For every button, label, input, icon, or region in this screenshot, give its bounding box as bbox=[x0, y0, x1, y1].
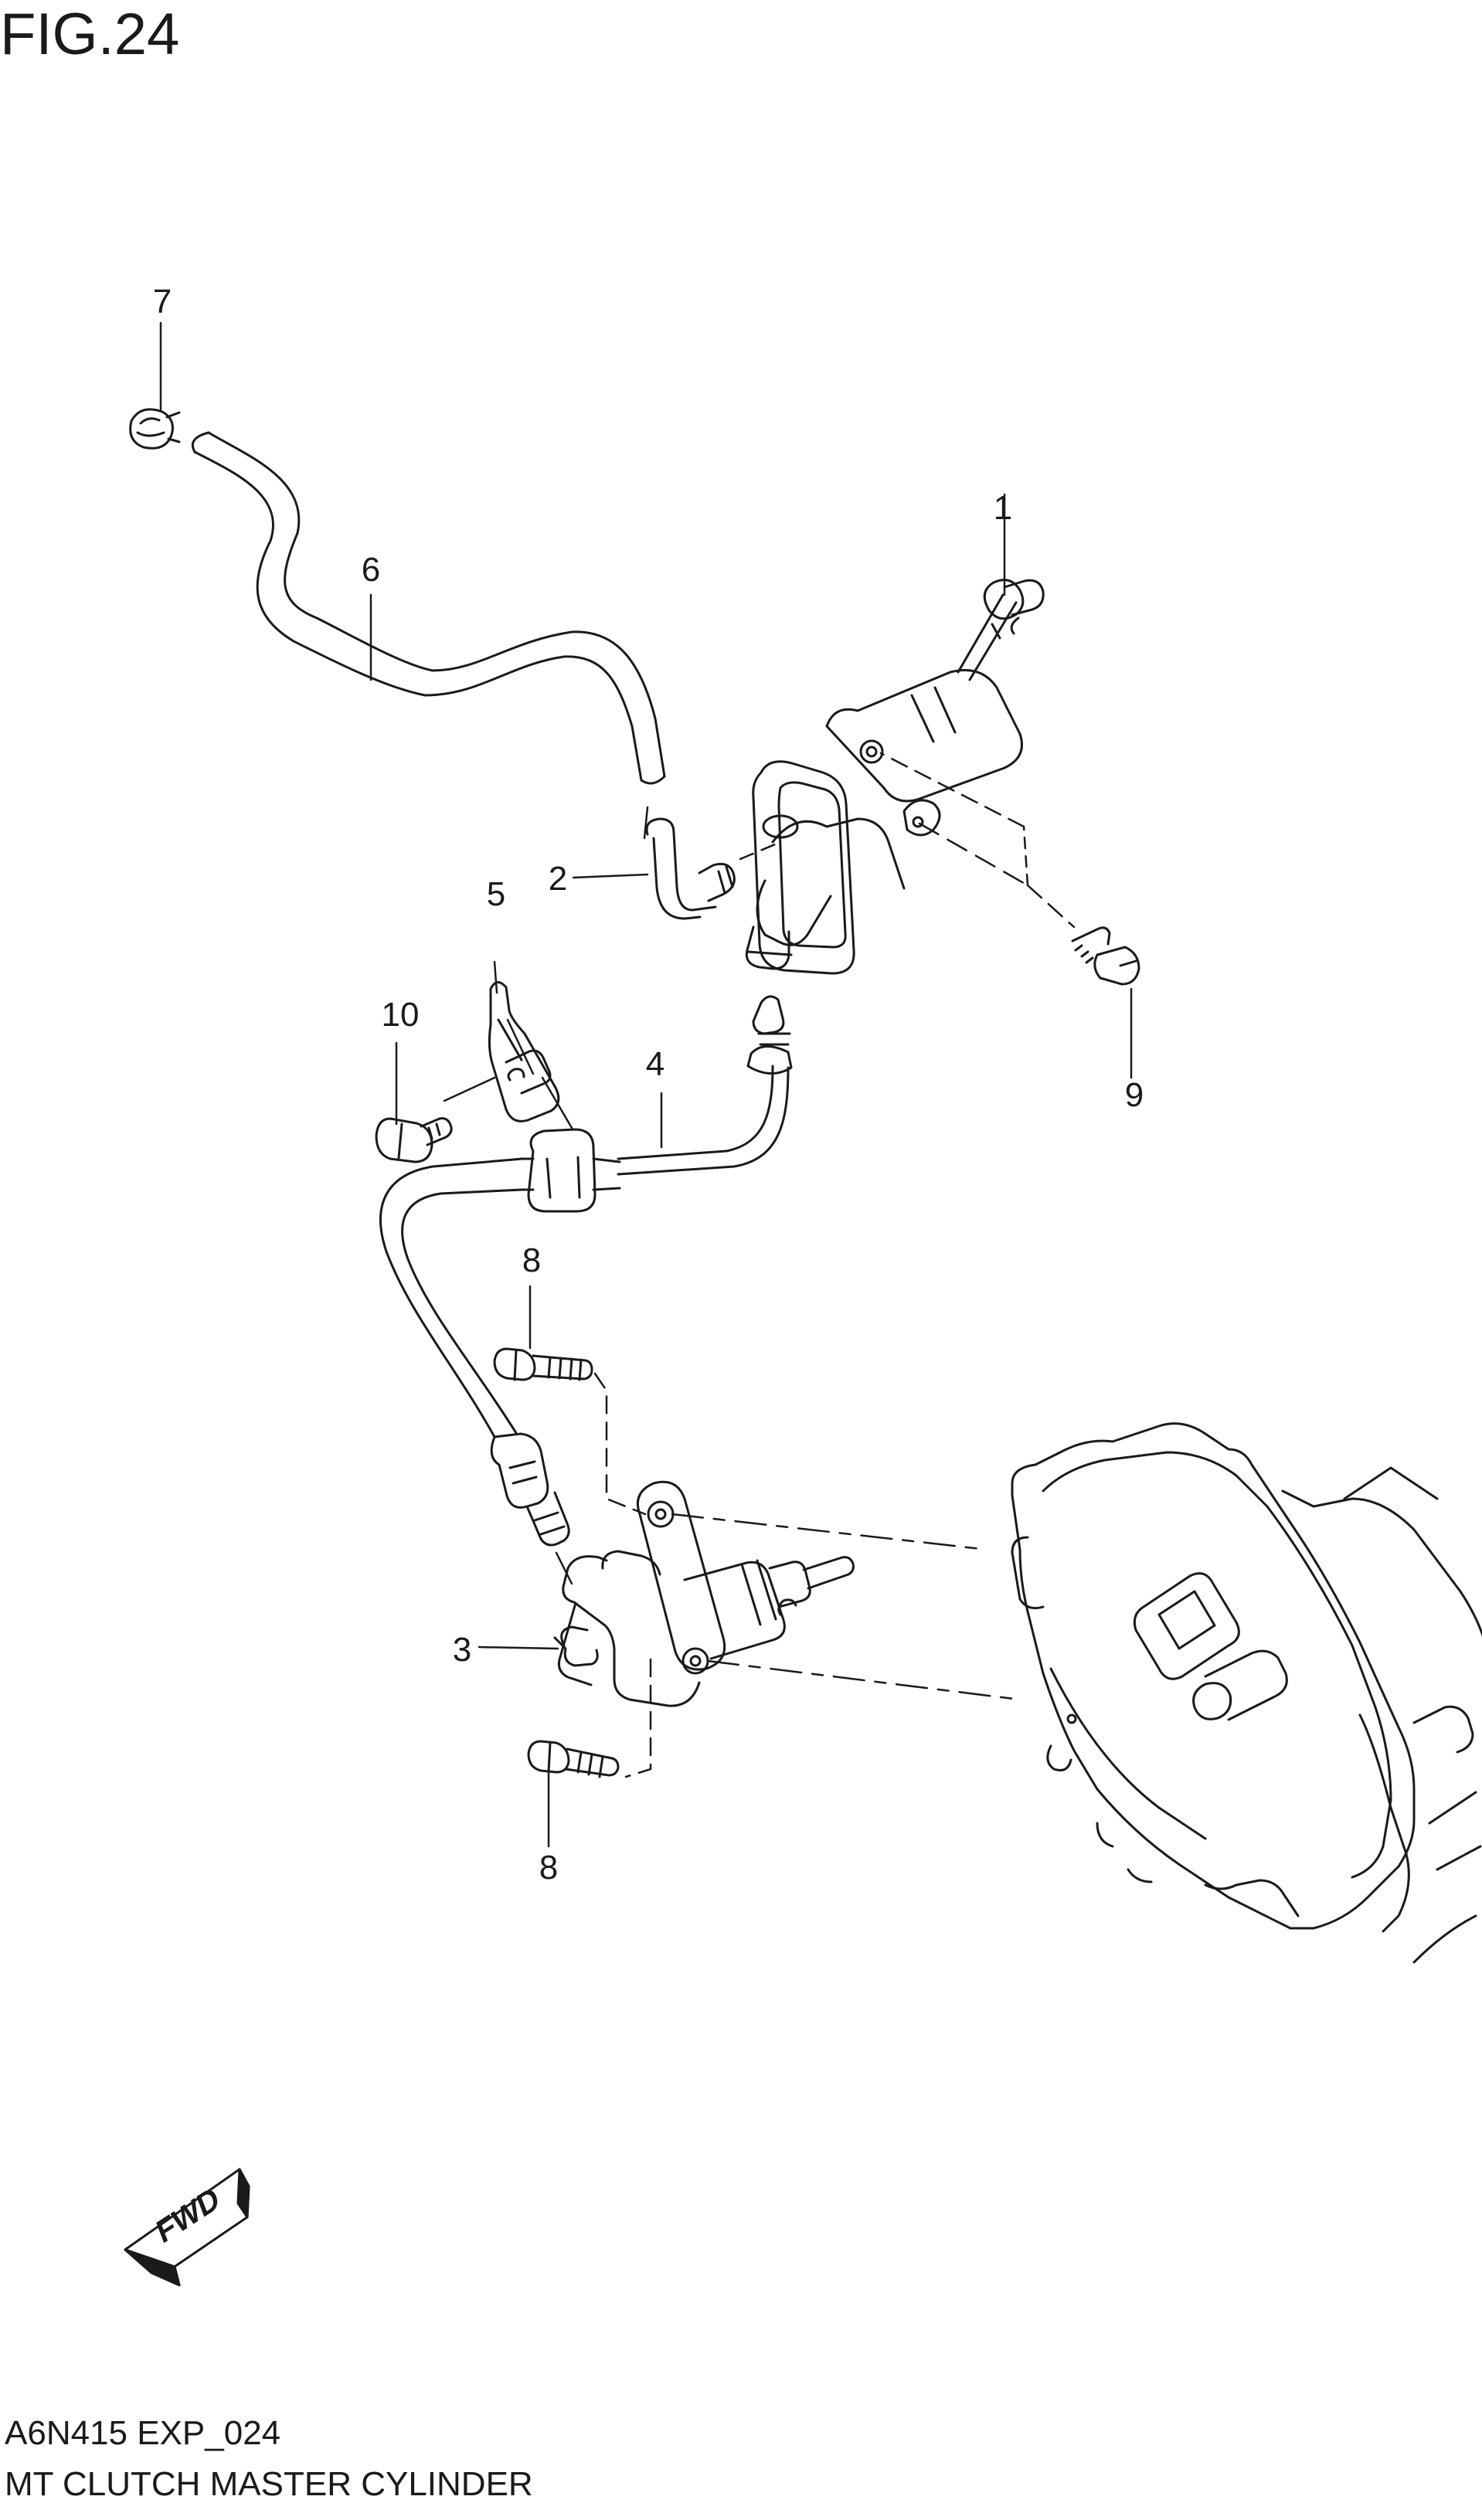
bolt-9 bbox=[1071, 926, 1140, 986]
fwd-arrow-icon: FWD bbox=[124, 2168, 250, 2287]
bolt-10 bbox=[375, 1117, 453, 1163]
master-cylinder-1 bbox=[745, 579, 1045, 975]
figure-title: FIG.24 bbox=[0, 2, 180, 67]
bolt-8-upper bbox=[493, 1347, 593, 1381]
callout-2: 2 bbox=[549, 860, 567, 898]
callout-6: 6 bbox=[362, 551, 380, 589]
callout-8-lower: 8 bbox=[539, 1849, 558, 1887]
hose-6 bbox=[191, 431, 666, 785]
slave-cylinder-3 bbox=[553, 1480, 855, 1707]
callout-3: 3 bbox=[453, 1631, 471, 1669]
clutch-pipe-4 bbox=[379, 995, 793, 1547]
diagram-code: A6N415 EXP_024 bbox=[5, 2414, 281, 2452]
diagram-caption: MT CLUTCH MASTER CYLINDER bbox=[5, 2465, 533, 2503]
callout-10: 10 bbox=[382, 996, 420, 1034]
transmission-housing bbox=[1011, 1422, 1482, 1964]
callout-8-upper: 8 bbox=[522, 1241, 541, 1279]
callout-1: 1 bbox=[994, 489, 1012, 527]
callout-4: 4 bbox=[646, 1045, 665, 1083]
bracket-5 bbox=[488, 981, 560, 1122]
bolt-8-lower bbox=[527, 1740, 620, 1778]
callout-9: 9 bbox=[1125, 1076, 1144, 1114]
callout-7: 7 bbox=[153, 283, 172, 321]
elbow-connector-2 bbox=[645, 817, 736, 920]
callout-5: 5 bbox=[487, 875, 505, 913]
hose-clamp-7 bbox=[129, 408, 181, 450]
